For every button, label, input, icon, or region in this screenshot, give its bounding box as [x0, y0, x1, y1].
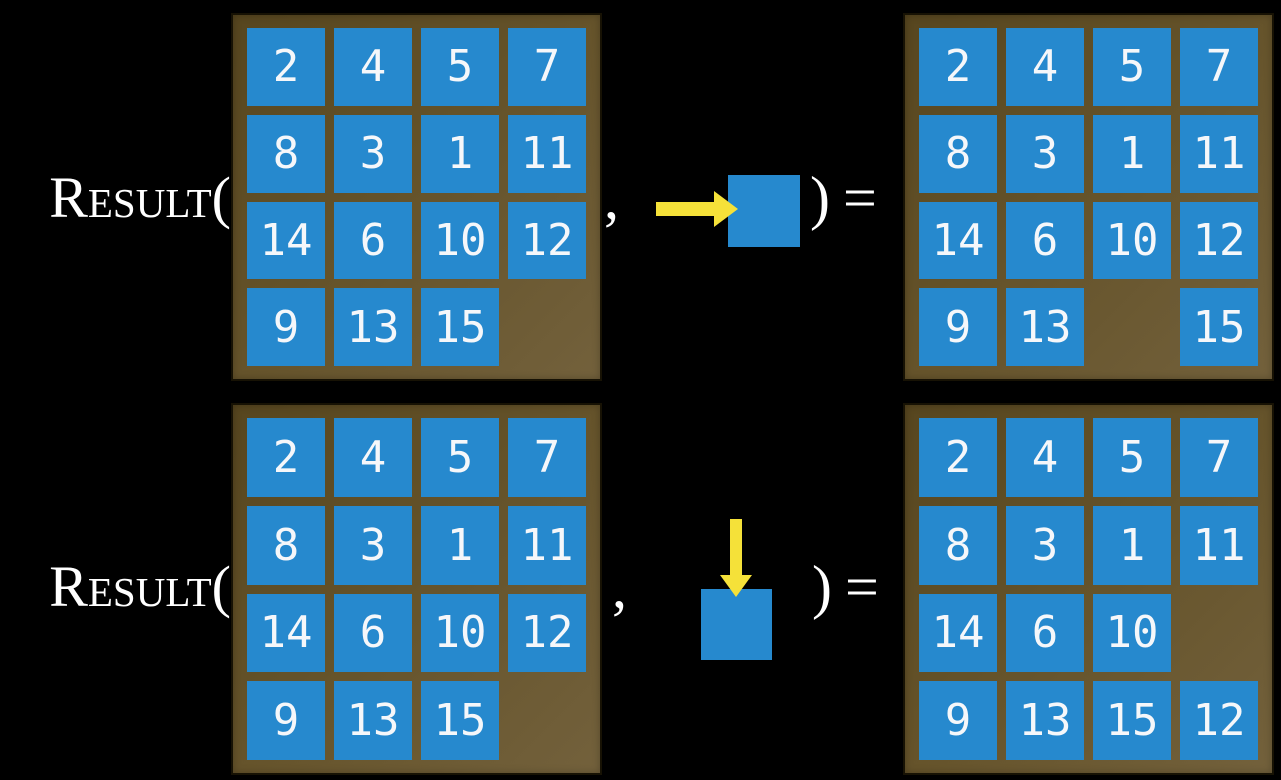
- puzzle-tile-1: 1: [421, 114, 499, 193]
- puzzle-tile-9: 9: [919, 288, 997, 366]
- puzzle-tile-7: 7: [1180, 418, 1258, 497]
- right-arrow-shape: [656, 191, 738, 227]
- result-function-label: Result(: [49, 169, 231, 227]
- puzzle-tile-3: 3: [334, 505, 412, 585]
- puzzle-tile-5: 5: [421, 28, 499, 106]
- equals-sign: =: [845, 554, 879, 620]
- puzzle-tile-11: 11: [508, 114, 586, 193]
- puzzle-tile-12: 12: [1180, 201, 1258, 280]
- puzzle-tile-3: 3: [1006, 505, 1084, 585]
- open-paren-icon: (: [211, 165, 231, 230]
- down-arrow-icon: [720, 519, 752, 597]
- empty-cell: [508, 288, 586, 366]
- puzzle-tile-7: 7: [508, 418, 586, 497]
- result-function-label: Result(: [49, 558, 231, 616]
- puzzle-tile-2: 2: [247, 28, 325, 106]
- empty-cell: [508, 681, 586, 760]
- puzzle-tile-8: 8: [247, 114, 325, 193]
- puzzle-tile-10: 10: [1093, 593, 1171, 673]
- puzzle-tile-11: 11: [1180, 505, 1258, 585]
- puzzle-tile-6: 6: [334, 593, 412, 673]
- puzzle-tile-10: 10: [421, 201, 499, 280]
- puzzle-tile-8: 8: [247, 505, 325, 585]
- puzzle-tile-12: 12: [508, 201, 586, 280]
- puzzle-tile-10: 10: [421, 593, 499, 673]
- puzzle-tile-7: 7: [1180, 28, 1258, 106]
- puzzle-tile-2: 2: [247, 418, 325, 497]
- puzzle-tile-2: 2: [919, 28, 997, 106]
- puzzle-tile-3: 3: [1006, 114, 1084, 193]
- equals-sign: =: [843, 165, 877, 231]
- puzzle-tile-3: 3: [334, 114, 412, 193]
- puzzle-tile-4: 4: [334, 28, 412, 106]
- puzzle-tile-11: 11: [508, 505, 586, 585]
- close-paren-icon: ): [810, 165, 830, 231]
- empty-cell: [1180, 594, 1258, 673]
- comma: ,: [604, 165, 619, 231]
- puzzle-tile-4: 4: [334, 418, 412, 497]
- puzzle-tile-15: 15: [1093, 681, 1171, 760]
- puzzle-tile-4: 4: [1006, 28, 1084, 106]
- puzzle-tile-5: 5: [421, 418, 499, 497]
- puzzle-tile-14: 14: [919, 201, 997, 280]
- function-name: Result: [49, 165, 212, 230]
- down-arrow-shape: [720, 519, 752, 597]
- puzzle-tile-15: 15: [421, 681, 499, 760]
- empty-cell: [1093, 288, 1171, 366]
- right-arrow-icon: [656, 191, 738, 227]
- puzzle-tile-14: 14: [247, 593, 325, 673]
- puzzle-tile-11: 11: [1180, 114, 1258, 193]
- puzzle-tile-8: 8: [919, 114, 997, 193]
- puzzle-tile-4: 4: [1006, 418, 1084, 497]
- close-paren-icon: ): [812, 554, 832, 620]
- puzzle-tile-6: 6: [1006, 201, 1084, 280]
- puzzle-tile-12: 12: [508, 593, 586, 673]
- puzzle-tile-8: 8: [919, 505, 997, 585]
- puzzle-tile-9: 9: [919, 681, 997, 760]
- puzzle-tile-13: 13: [334, 681, 412, 760]
- puzzle-tile-13: 13: [1006, 288, 1084, 366]
- function-name: Result: [49, 554, 212, 619]
- puzzle-tile-1: 1: [1093, 505, 1171, 585]
- puzzle-tile-5: 5: [1093, 28, 1171, 106]
- puzzle-tile-14: 14: [247, 201, 325, 280]
- puzzle-tile-9: 9: [247, 288, 325, 366]
- comma: ,: [612, 554, 627, 620]
- puzzle-tile-15: 15: [421, 288, 499, 366]
- puzzle-tile-2: 2: [919, 418, 997, 497]
- puzzle-tile-13: 13: [334, 288, 412, 366]
- puzzle-tile-6: 6: [334, 201, 412, 280]
- puzzle-tile-15: 15: [1180, 288, 1258, 366]
- action-tile-right: [728, 175, 800, 247]
- action-tile-down: [701, 589, 772, 660]
- puzzle-tile-13: 13: [1006, 681, 1084, 760]
- puzzle-tile-10: 10: [1093, 201, 1171, 280]
- puzzle-tile-12: 12: [1180, 681, 1258, 760]
- puzzle-tile-7: 7: [508, 28, 586, 106]
- puzzle-tile-1: 1: [421, 505, 499, 585]
- open-paren-icon: (: [211, 554, 231, 619]
- puzzle-tile-9: 9: [247, 681, 325, 760]
- puzzle-tile-1: 1: [1093, 114, 1171, 193]
- puzzle-tile-14: 14: [919, 593, 997, 673]
- puzzle-tile-5: 5: [1093, 418, 1171, 497]
- puzzle-tile-6: 6: [1006, 593, 1084, 673]
